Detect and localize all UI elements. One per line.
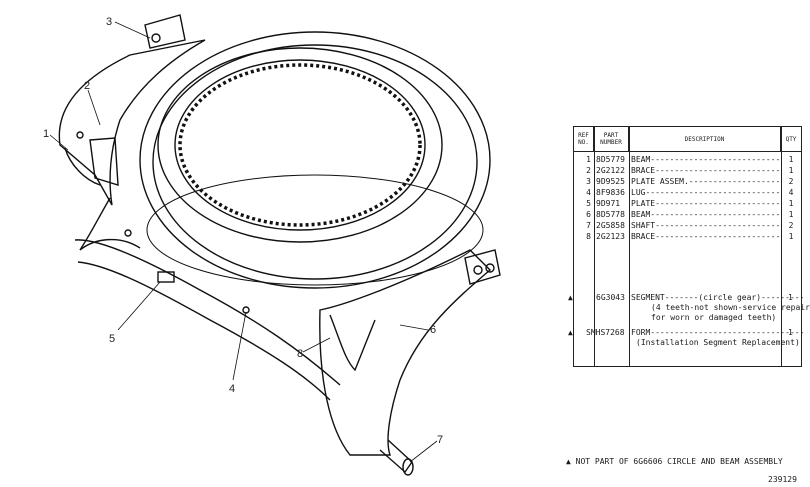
row-qty: 1: [788, 232, 794, 241]
header-ref: REF NO.: [574, 127, 594, 151]
row-part-number: 8D5779: [596, 155, 625, 164]
note-mark: ▲: [568, 328, 573, 337]
row-qty: 1: [788, 210, 794, 219]
row-qty: 4: [788, 188, 794, 197]
table-row: 4 8F9836 LUG----------------------------…: [574, 188, 801, 198]
row-ref: 2: [586, 166, 591, 175]
row-description: BEAM--------------------------------: [631, 155, 781, 164]
table-row: 5 9D971 PLATE---------------------------…: [574, 199, 801, 209]
row-ref: 6: [586, 210, 591, 219]
note-mark: ▲: [568, 293, 573, 302]
row-ref: 8: [586, 232, 591, 241]
row-qty: 1: [788, 155, 794, 164]
note-description-line: FORM--------------------------------: [631, 328, 805, 337]
note-part-number: 6G3043: [596, 293, 625, 302]
row-part-number: 2G2123: [596, 232, 625, 241]
header-part-number: PART NUMBER: [594, 127, 629, 151]
note-qty: 1: [788, 293, 793, 302]
callout-1: 1: [43, 128, 49, 140]
plate-assem-top: [144, 14, 186, 49]
row-part-number: 9D9525: [596, 177, 625, 186]
callout-5: 5: [109, 333, 115, 345]
row-part-number: 8F9836: [596, 188, 625, 197]
row-qty: 2: [788, 177, 794, 186]
row-ref: 1: [586, 155, 591, 164]
row-description: BRACE--------------------------------: [631, 232, 781, 241]
row-ref: 3: [586, 177, 591, 186]
row-ref: 5: [586, 199, 591, 208]
callout-7: 7: [437, 434, 443, 446]
table-row: 7 2G5858 SHAFT--------------------------…: [574, 221, 801, 231]
table-row: 8 2G2123 BRACE--------------------------…: [574, 232, 801, 242]
beam-right: [319, 249, 492, 456]
note-description-line: for worn or damaged teeth): [651, 313, 777, 322]
row-part-number: 9D971: [596, 199, 621, 208]
note-description-line: (4 teeth-not shown-service repair: [651, 303, 810, 312]
plate-assem-right: [464, 249, 501, 285]
header-qty: QTY: [785, 135, 797, 143]
row-description: LUG---------------------------------: [631, 188, 781, 197]
row-part-number: 2G2122: [596, 166, 625, 175]
circle-gear-inner: [174, 59, 426, 231]
row-part-number: 8D5778: [596, 210, 625, 219]
table-row: 1 8D5779 BEAM---------------------------…: [574, 155, 801, 165]
footnote: ▲ NOT PART OF 6G6606 CIRCLE AND BEAM ASS…: [566, 457, 783, 466]
note-description-line: (Installation Segment Replacement): [636, 338, 800, 347]
row-ref: 7: [586, 221, 591, 230]
note-part-number: SMHS7268: [586, 328, 625, 337]
shaft: [379, 439, 413, 474]
callout-2: 2: [84, 80, 90, 92]
row-ref: 4: [586, 188, 591, 197]
beam-left: [58, 39, 206, 206]
brace-left: [89, 137, 119, 186]
row-part-number: 2G5858: [596, 221, 625, 230]
circle-ring-outer: [139, 31, 491, 289]
table-row: 2 2G2122 BRACE--------------------------…: [574, 166, 801, 176]
circle-and-beam-drawing: 1 2 3 4 5 6 7 8: [43, 14, 501, 476]
row-description: PLATE ASSEM.--------------------------: [631, 177, 781, 186]
row-qty: 2: [788, 221, 794, 230]
image-number: 239129: [768, 475, 797, 484]
plate-5: [157, 271, 175, 283]
row-description: SHAFT-------------------------------: [631, 221, 781, 230]
row-qty: 1: [788, 199, 794, 208]
header-description: DESCRIPTION: [629, 127, 781, 151]
callout-8: 8: [297, 348, 303, 360]
parts-table: REF NO. PART NUMBER DESCRIPTION QTY 1 8D…: [568, 126, 810, 367]
table-row: 6 8D5778 BEAM---------------------------…: [574, 210, 801, 220]
callout-4: 4: [229, 383, 235, 395]
parts-table-header: REF NO. PART NUMBER DESCRIPTION QTY: [574, 127, 801, 152]
note-qty: 1: [788, 328, 793, 337]
callout-3: 3: [106, 16, 112, 28]
row-description: BRACE--------------------------------: [631, 166, 781, 175]
circle-gear-outer: [157, 47, 443, 243]
row-description: PLATE-------------------------------: [631, 199, 781, 208]
table-row: 3 9D9525 PLATE ASSEM.-------------------…: [574, 177, 801, 187]
row-description: BEAM--------------------------------: [631, 210, 781, 219]
row-qty: 1: [788, 166, 794, 175]
note-description-line: SEGMENT-------(circle gear)---------: [631, 293, 805, 302]
callout-6: 6: [430, 324, 436, 336]
